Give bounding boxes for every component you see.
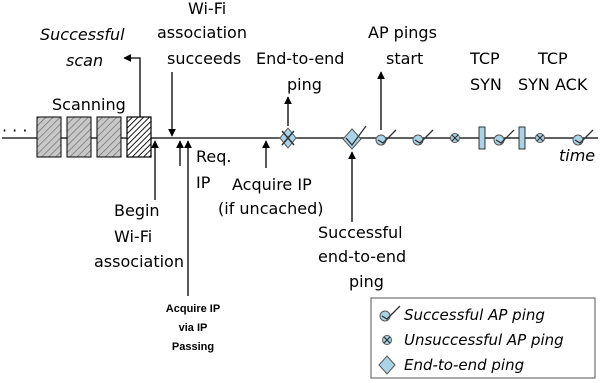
time-label: time xyxy=(559,146,595,165)
scan-block-2 xyxy=(66,116,92,158)
begin-wifi-label-2: Wi-Fi xyxy=(114,227,152,246)
acquire-passing-label-2: via IP xyxy=(179,322,208,334)
legend: Successful AP ping Unsuccessful AP ping … xyxy=(370,297,596,379)
legend-box xyxy=(370,297,596,379)
scanning-label: Scanning xyxy=(52,95,126,114)
scan-block-successful xyxy=(126,116,152,158)
unsuccessful-e2e-ping-symbol xyxy=(279,127,297,149)
successful-ap-ping-icon xyxy=(379,305,401,322)
tcp-syn-label-1: TCP xyxy=(469,49,500,68)
scan-block-3 xyxy=(96,116,122,158)
acquire-passing-label-1: Acquire IP xyxy=(166,303,220,315)
successful-scan-arrow xyxy=(123,54,141,117)
ap-ping-success-1 xyxy=(375,129,397,146)
ap-pings-label-2: start xyxy=(386,49,423,68)
begin-wifi-label-1: Begin xyxy=(114,201,160,220)
ellipsis-label: · · · xyxy=(2,121,27,140)
legend-label-e2e: End-to-end ping xyxy=(404,356,524,374)
ap-pings-label-1: AP pings xyxy=(368,23,437,42)
begin-wifi-label-3: association xyxy=(94,252,184,271)
end-to-end-ping-icon xyxy=(378,355,396,375)
successful-scan-label: Successful xyxy=(40,25,125,44)
req-ip-label-2: IP xyxy=(196,173,211,192)
acquire-passing-label-3: Passing xyxy=(172,341,214,353)
acquire-ip-label-1: Acquire IP xyxy=(232,175,312,194)
acquire-ip-label-2: (if uncached) xyxy=(218,199,323,218)
tcp-syn-marker xyxy=(478,126,486,150)
scan-block-1 xyxy=(36,116,62,158)
tcp-synack-marker xyxy=(518,126,526,150)
legend-label-successful: Successful AP ping xyxy=(404,306,545,324)
successful-scan-label-2: scan xyxy=(66,51,103,70)
wifi-assoc-label-1: Wi-Fi xyxy=(188,0,226,18)
ap-ping-success-3 xyxy=(493,129,515,146)
tcp-synack-label-1: TCP xyxy=(537,49,568,68)
succ-e2e-label-2: end-to-end xyxy=(318,247,406,266)
tcp-synack-label-2: SYN ACK xyxy=(518,75,588,94)
ap-ping-fail-1 xyxy=(450,133,460,143)
ap-ping-success-2 xyxy=(412,129,434,146)
e2e-ping-label-2: ping xyxy=(287,75,322,94)
e2e-ping-label-1: End-to-end xyxy=(256,49,344,68)
scanning-blocks xyxy=(36,116,152,158)
tcp-syn-label-2: SYN xyxy=(470,75,502,94)
legend-label-unsuccessful: Unsuccessful AP ping xyxy=(404,331,564,349)
unsuccessful-ap-ping-icon xyxy=(382,335,392,345)
req-ip-label-1: Req. xyxy=(196,147,231,166)
ap-ping-fail-2 xyxy=(535,133,545,143)
succ-e2e-label-1: Successful xyxy=(318,223,403,242)
ap-ping-success-4 xyxy=(572,129,594,146)
wifi-assoc-label-3: succeeds xyxy=(167,49,241,68)
successful-e2e-ping-symbol xyxy=(342,125,367,150)
wifi-assoc-label-2: association xyxy=(157,23,247,42)
succ-e2e-label-3: ping xyxy=(349,272,384,291)
